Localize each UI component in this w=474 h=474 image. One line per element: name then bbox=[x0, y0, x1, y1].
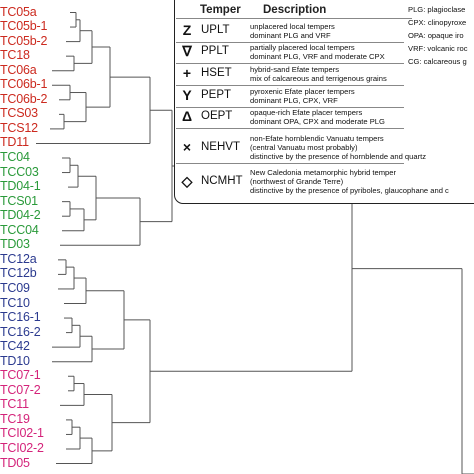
leaf-label: TCS12 bbox=[0, 120, 38, 135]
legend-header-description: Description bbox=[263, 4, 327, 16]
leaf-label: TC07-1 bbox=[0, 368, 41, 383]
temper-code: PEPT bbox=[201, 89, 232, 101]
temper-description: mix of calcareous and terrigenous grains bbox=[250, 74, 387, 83]
leaf-label: TC11 bbox=[0, 397, 29, 412]
leaf-label: TC07-2 bbox=[0, 382, 41, 397]
abbreviation-entry: CPX: clinopyroxe bbox=[408, 18, 467, 27]
temper-code: UPLT bbox=[201, 24, 230, 36]
temper-description: pyroxenic Efate placer tempers bbox=[250, 87, 355, 96]
leaf-label: TC12b bbox=[0, 266, 37, 281]
legend-header-temper: Temper bbox=[200, 4, 241, 16]
leaf-label: TC04 bbox=[0, 150, 30, 164]
leaf-label: TD11 bbox=[0, 135, 29, 150]
leaf-label: TC12a bbox=[0, 251, 37, 266]
abbreviation-entry: VRF: volcanic roc bbox=[408, 44, 468, 53]
temper-description: opaque-rich Efate placer tempers bbox=[250, 108, 363, 117]
temper-symbol-icon: Δ bbox=[181, 108, 193, 124]
temper-description: dominant PLG, CPX, VRF bbox=[250, 96, 338, 105]
leaf-label: TD04-1 bbox=[0, 179, 41, 194]
leaf-label: TD05 bbox=[0, 455, 30, 470]
legend-row-divider bbox=[176, 163, 404, 164]
leaf-label: TC09 bbox=[0, 280, 30, 295]
leaf-label: TC05b-1 bbox=[0, 19, 48, 34]
temper-description: unplacered local tempers bbox=[250, 22, 335, 31]
legend-box bbox=[174, 0, 474, 204]
leaf-label: TC10 bbox=[0, 295, 30, 310]
abbreviation-entry: PLG: plagioclase bbox=[408, 5, 466, 14]
legend-row-divider bbox=[176, 63, 404, 64]
temper-code: NEHVT bbox=[201, 140, 240, 153]
abbreviation-entry: OPA: opaque iro bbox=[408, 31, 464, 40]
leaf-label: TC16-2 bbox=[0, 324, 41, 339]
temper-description: hybrid-sand Efate tempers bbox=[250, 65, 340, 74]
leaf-label: TCC04 bbox=[0, 222, 39, 237]
temper-description: dominant PLG and VRF bbox=[250, 31, 331, 40]
legend-row-divider bbox=[176, 128, 404, 129]
temper-description: dominant PLG, VRF and moderate CPX bbox=[250, 52, 385, 61]
temper-symbol-icon: ◇ bbox=[181, 172, 193, 189]
temper-symbol-icon: Z bbox=[182, 22, 192, 38]
leaf-label: TC42 bbox=[0, 339, 30, 354]
temper-description: distinctive by the presence of pyriboles… bbox=[250, 186, 449, 195]
leaf-label: TC06b-2 bbox=[0, 91, 48, 106]
temper-code: OEPT bbox=[201, 110, 233, 122]
temper-description: partially placered local tempers bbox=[250, 43, 355, 52]
temper-description: New Caledonia metamorphic hybrid temper bbox=[250, 168, 397, 177]
leaf-label: TD10 bbox=[0, 353, 30, 368]
leaf-label: TCI02-2 bbox=[0, 441, 44, 455]
temper-description: dominant OPA, CPX and moderate PLG bbox=[250, 117, 385, 126]
temper-description: (central Vanuatu most probably) bbox=[250, 143, 358, 152]
leaf-label: TC05a bbox=[0, 4, 37, 19]
temper-symbol-icon: + bbox=[182, 65, 192, 81]
legend-row-divider bbox=[176, 107, 404, 108]
temper-symbol-icon: × bbox=[182, 138, 192, 155]
leaf-label: TCS01 bbox=[0, 193, 38, 208]
leaf-label: TC06b-1 bbox=[0, 77, 48, 92]
legend-header-divider bbox=[176, 18, 412, 19]
temper-description: non-Efate hornblendic Vanuatu tempers bbox=[250, 134, 384, 143]
leaf-label: TC05b-2 bbox=[0, 33, 48, 48]
leaf-label: TCS03 bbox=[0, 106, 38, 121]
temper-code: HSET bbox=[201, 67, 232, 79]
temper-code: NCMHT bbox=[201, 174, 243, 187]
temper-description: (northwest of Grande Terre) bbox=[250, 177, 344, 186]
leaf-label: TC19 bbox=[0, 411, 30, 426]
legend-row-divider bbox=[176, 42, 404, 43]
legend-row-divider bbox=[176, 85, 404, 86]
leaf-label: TCI02-1 bbox=[0, 426, 44, 441]
leaf-label: TCC03 bbox=[0, 164, 39, 179]
leaf-label: TC18 bbox=[0, 48, 30, 63]
temper-code: PPLT bbox=[201, 45, 229, 57]
temper-description: distinctive by the presence of hornblend… bbox=[250, 152, 427, 161]
leaf-label: TD03 bbox=[0, 237, 30, 252]
leaf-label: TC06a bbox=[0, 62, 37, 77]
temper-symbol-icon: Y bbox=[182, 87, 192, 103]
leaf-label: TC16-1 bbox=[0, 310, 41, 325]
temper-symbol-icon: ∇ bbox=[182, 43, 192, 59]
abbreviation-entry: CG: calcareous g bbox=[408, 57, 467, 66]
leaf-label: TD04-2 bbox=[0, 208, 41, 223]
